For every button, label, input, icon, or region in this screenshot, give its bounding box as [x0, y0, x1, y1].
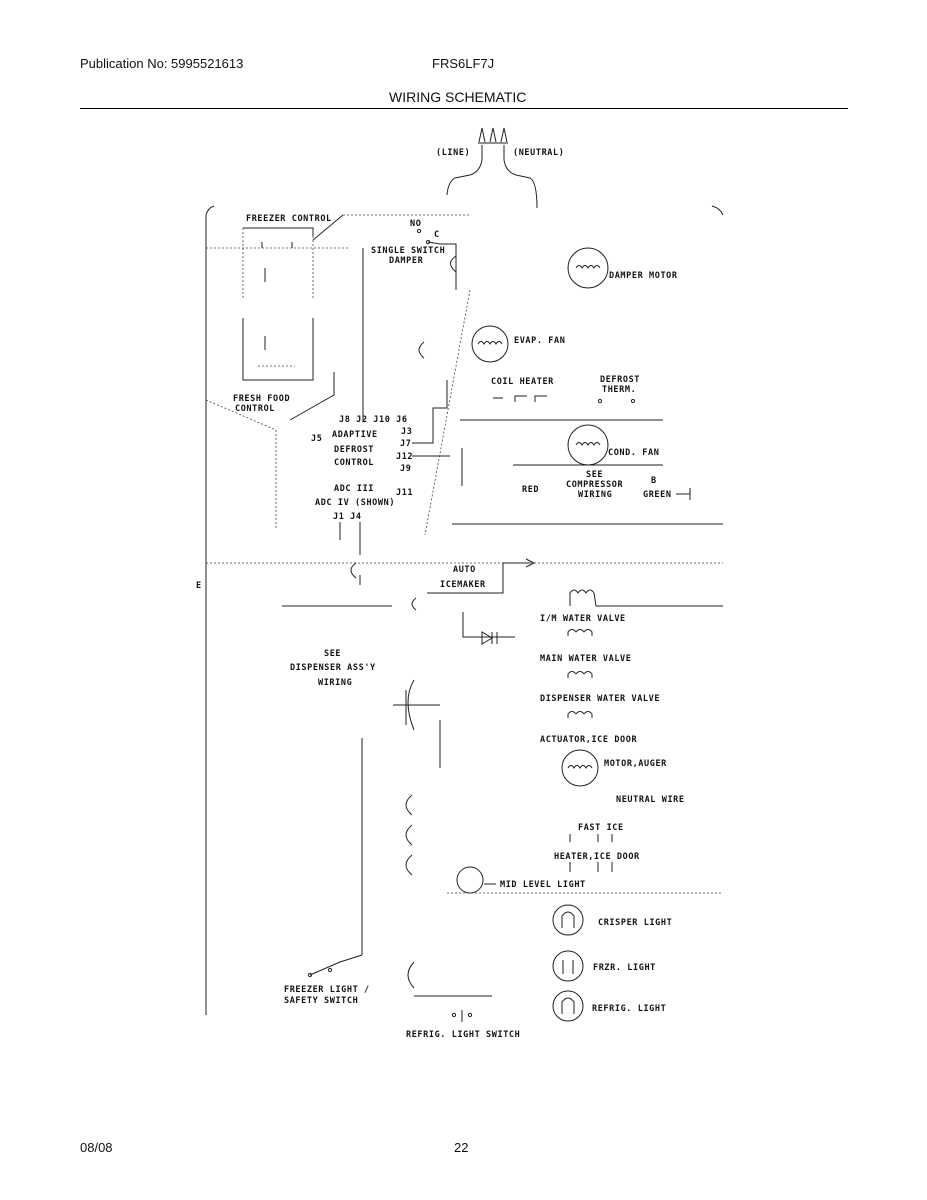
mid-level-light-label: MID LEVEL LIGHT — [500, 880, 586, 890]
damper-motor-icon — [567, 247, 609, 289]
b-label: B — [651, 476, 657, 486]
c-contact-label: C — [434, 230, 440, 240]
refrig-light-label: REFRIG. LIGHT — [592, 1004, 666, 1014]
power-plug-icon — [478, 127, 508, 144]
fresh-food-label: FRESH FOOD — [233, 394, 290, 404]
see-label: SEE — [586, 470, 603, 480]
publication-number: Publication No: 5995521613 — [80, 56, 244, 71]
adc3-label: ADC III — [334, 484, 374, 494]
damper-label: DAMPER — [389, 256, 424, 266]
crisper-light-label: CRISPER LIGHT — [598, 918, 672, 928]
no-contact-label: NO — [410, 219, 421, 229]
neutral-wire-label: NEUTRAL WIRE — [616, 795, 685, 805]
j3-label: J3 — [401, 427, 412, 437]
j-top-label: J8 J2 J10 J6 — [339, 415, 408, 425]
fresh-food-control-label: CONTROL — [235, 404, 275, 414]
j11-label: J11 — [396, 488, 413, 498]
actuator-ice-door-label: ACTUATOR,ICE DOOR — [540, 735, 637, 745]
see-dispenser-label: SEE — [324, 649, 341, 659]
freezer-light-label: FREEZER LIGHT / — [284, 985, 370, 995]
compressor-wiring-label: WIRING — [578, 490, 612, 500]
mid-level-light-icon — [456, 866, 484, 894]
coil-heater-label: COIL HEATER — [491, 377, 554, 387]
green-wire-label: GREEN — [643, 490, 672, 500]
motor-auger-label: MOTOR,AUGER — [604, 759, 667, 769]
adaptive-label: ADAPTIVE — [332, 430, 378, 440]
evap-fan-icon — [471, 325, 509, 363]
dispenser-water-valve-label: DISPENSER WATER VALVE — [540, 694, 660, 704]
j1-j4-label: J1 J4 — [333, 512, 362, 522]
damper-motor-label: DAMPER MOTOR — [609, 271, 678, 281]
refrig-light-switch-label: REFRIG. LIGHT SWITCH — [406, 1030, 520, 1040]
main-water-valve-label: MAIN WATER VALVE — [540, 654, 631, 664]
cond-fan-icon — [567, 424, 609, 466]
icemaker-label: ICEMAKER — [440, 580, 486, 590]
control-label: CONTROL — [334, 458, 374, 468]
j5-label: J5 — [311, 434, 322, 444]
frzr-light-icon — [552, 950, 584, 982]
evap-fan-label: EVAP. FAN — [514, 336, 565, 346]
j7-label: J7 — [400, 439, 411, 449]
model-number: FRS6LF7J — [432, 56, 495, 71]
therm-label: THERM. — [602, 385, 636, 395]
page-title: WIRING SCHEMATIC — [389, 89, 527, 105]
auto-label: AUTO — [453, 565, 476, 575]
safety-switch-label: SAFETY SWITCH — [284, 996, 358, 1006]
j12-label: J12 — [396, 452, 413, 462]
j9-label: J9 — [400, 464, 411, 474]
page-number: 22 — [454, 1140, 469, 1155]
freezer-control-label: FREEZER CONTROL — [246, 214, 332, 224]
e-label: E — [196, 581, 202, 591]
compressor-label: COMPRESSOR — [566, 480, 623, 490]
neutral-label: (NEUTRAL) — [513, 148, 564, 158]
frzr-light-label: FRZR. LIGHT — [593, 963, 656, 973]
adc4-label: ADC IV (SHOWN) — [315, 498, 395, 508]
cond-fan-label: COND. FAN — [608, 448, 659, 458]
heater-ice-door-label: HEATER,ICE DOOR — [554, 852, 640, 862]
fast-ice-label: FAST ICE — [578, 823, 624, 833]
refrig-light-icon — [552, 990, 584, 1022]
red-wire-label: RED — [522, 485, 539, 495]
crisper-light-icon — [552, 904, 584, 936]
defrost-control-label: DEFROST — [334, 445, 374, 455]
dispenser-assy-label: DISPENSER ASS'Y — [290, 663, 376, 673]
defrost-label: DEFROST — [600, 375, 640, 385]
diode-icon — [481, 631, 498, 645]
dispenser-wiring-label: WIRING — [318, 678, 352, 688]
im-water-valve-label: I/M WATER VALVE — [540, 614, 626, 624]
single-switch-label: SINGLE SWITCH — [371, 246, 445, 256]
line-label: (LINE) — [436, 148, 470, 158]
footer-date: 08/08 — [80, 1140, 113, 1155]
auger-motor-icon — [561, 749, 599, 787]
header-rule — [80, 108, 848, 109]
